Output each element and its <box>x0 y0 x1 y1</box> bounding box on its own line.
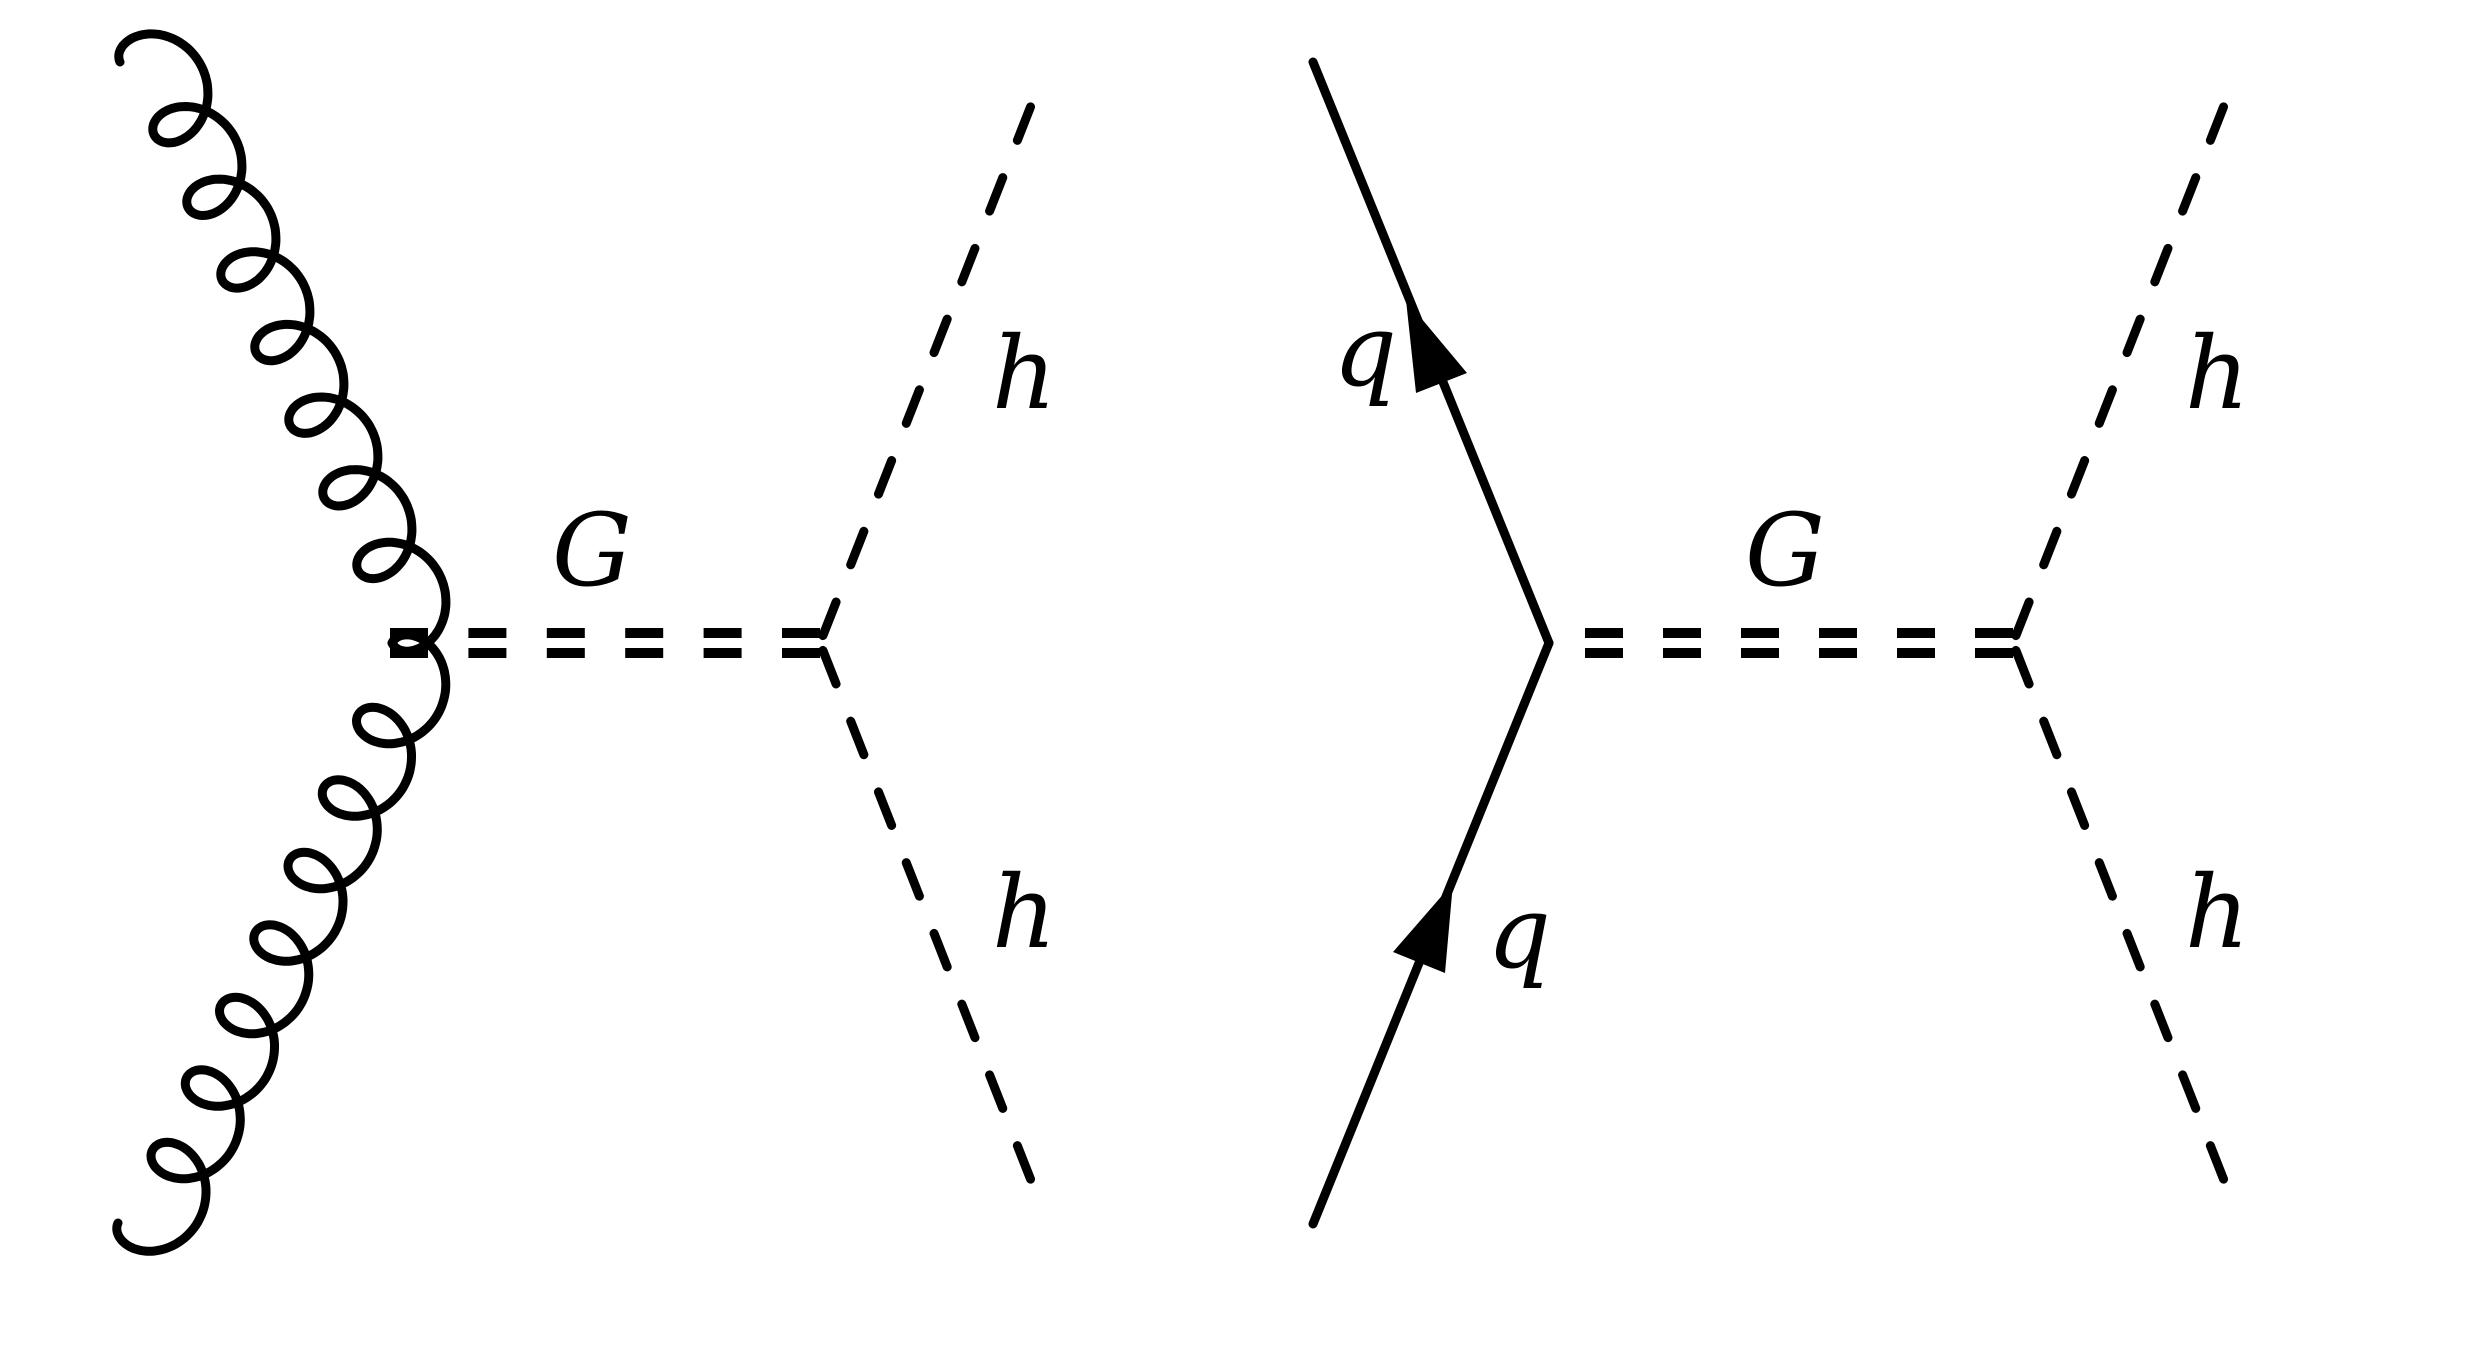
quark-upper-arrow-icon <box>1406 300 1467 393</box>
higgs-upper-label: h <box>992 315 1056 432</box>
gluon-lower-line <box>112 630 451 1256</box>
higgs-lower-label: h <box>2185 854 2249 971</box>
higgs-lower-dashed-line <box>2008 638 2232 1193</box>
higgs-lower-label: h <box>992 854 1056 971</box>
diagram-quark-annihilation: q q G h h <box>1308 57 2249 1229</box>
graviton-label: G <box>552 492 632 609</box>
higgs-upper-dashed-line <box>2008 93 2232 648</box>
graviton-propagator-double-dashed <box>1585 628 2013 658</box>
higgs-upper-label: h <box>2185 315 2249 432</box>
higgs-lower-dashed-line <box>815 638 1039 1193</box>
graviton-label: G <box>1745 492 1825 609</box>
quark-lower-label: q <box>1487 874 1551 991</box>
graviton-propagator-double-dashed <box>390 628 820 658</box>
quark-upper-label: q <box>1333 292 1397 409</box>
diagram-gluon-fusion: G h h <box>112 29 1056 1256</box>
gluon-upper-line <box>114 29 451 656</box>
higgs-upper-dashed-line <box>815 93 1039 648</box>
quark-lower-arrow-icon <box>1393 883 1453 973</box>
